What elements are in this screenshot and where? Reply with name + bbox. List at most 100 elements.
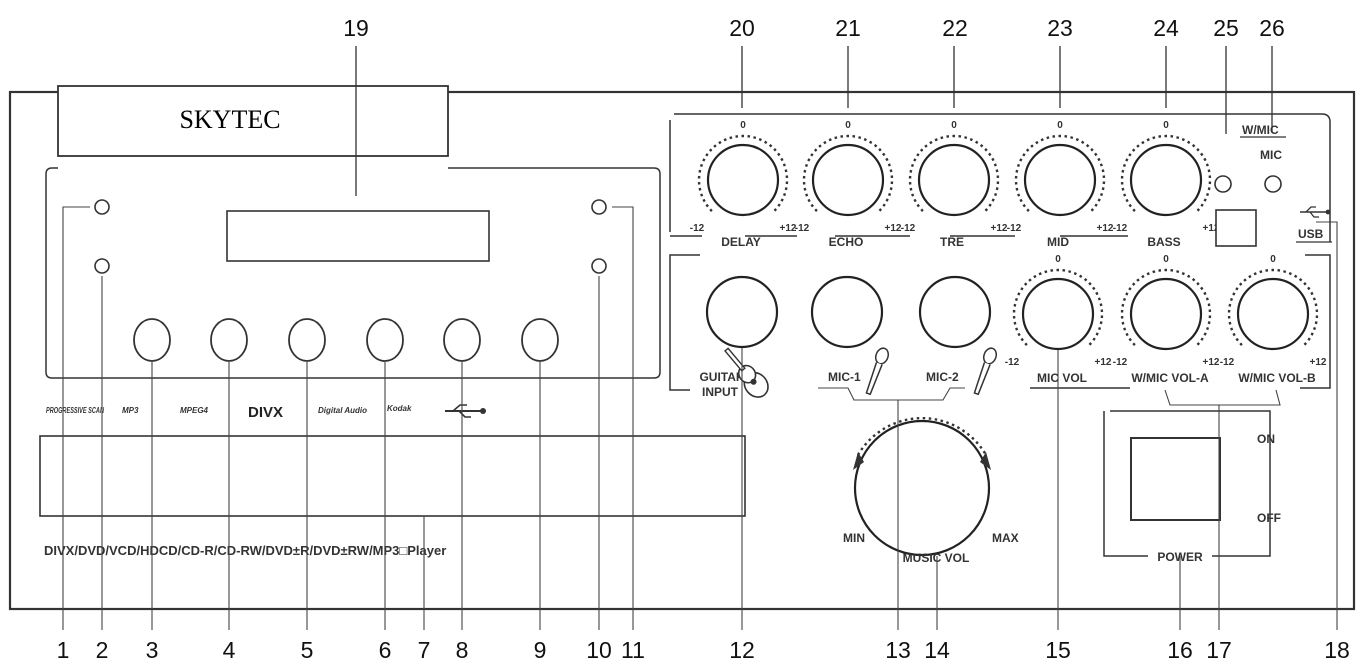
vol-w-mic-vol-a-knob[interactable] [1129, 277, 1203, 351]
power-switch[interactable] [1130, 437, 1221, 521]
lcd-window [226, 210, 490, 262]
bottom-callout-3: 3 [146, 637, 159, 663]
tone-delay-max-tick: +12 [780, 223, 797, 234]
tone-echo-top-tick: 0 [845, 120, 851, 131]
bottom-callout-17: 17 [1206, 637, 1232, 663]
tone-echo-scale [802, 134, 894, 212]
brand-box [57, 85, 449, 157]
mic-2-jack[interactable] [918, 275, 992, 349]
music-vol-min-label: MIN [843, 531, 865, 545]
tone-echo-knob[interactable] [811, 143, 885, 217]
usb-icon [1300, 206, 1331, 218]
brand-name: SKYTEC [179, 105, 280, 134]
top-callout-20: 20 [729, 15, 755, 41]
music-volume-knob[interactable] [853, 419, 991, 557]
tone-mid-label: MID [1047, 235, 1069, 249]
music-volume-arc [856, 416, 988, 456]
tone-mid-scale [1014, 134, 1106, 212]
bottom-callout-15: 15 [1045, 637, 1071, 663]
display-panel [45, 167, 661, 379]
transport-button-8[interactable] [443, 318, 481, 362]
tone-delay-min-tick: -12 [690, 223, 705, 234]
mp3-logo: MP3 [122, 406, 139, 415]
top-callout-23: 23 [1047, 15, 1073, 41]
guitar-input-label-2: INPUT [702, 385, 739, 399]
mpeg4-logo: MPEG4 [180, 406, 209, 415]
vol-mic-vol-knob[interactable] [1021, 277, 1095, 351]
tone-bass-label: BASS [1147, 235, 1180, 249]
mic-2-label: MIC-2 [926, 370, 959, 384]
tone-tre-top-tick: 0 [951, 120, 957, 131]
vol-w-mic-vol-b-min-tick: -12 [1220, 357, 1235, 368]
tone-tre-min-tick: -12 [901, 223, 916, 234]
top-callout-21: 21 [835, 15, 861, 41]
tone-bass-scale [1120, 134, 1212, 212]
tone-echo-label: ECHO [829, 235, 864, 249]
tone-delay-scale [697, 134, 789, 212]
transport-button-9[interactable] [521, 318, 559, 362]
led-indicator-11 [591, 258, 607, 274]
tone-tre-max-tick: +12 [991, 223, 1008, 234]
microphone-1-icon [865, 347, 890, 396]
usb-port[interactable] [1215, 209, 1257, 247]
bottom-callout-2: 2 [96, 637, 109, 663]
led-indicator-2 [94, 258, 110, 274]
mic-1-jack[interactable] [810, 275, 884, 349]
bottom-callout-11: 11 [621, 637, 645, 663]
guitar-input-jack[interactable] [705, 275, 779, 349]
transport-button-4[interactable] [210, 318, 248, 362]
vol-mic-vol-scale [1012, 268, 1104, 346]
disc-tray[interactable] [39, 435, 746, 517]
guitar-icon [724, 347, 769, 398]
divx-logo: DIVX [248, 404, 283, 421]
tone-mid-top-tick: 0 [1057, 120, 1063, 131]
transport-button-5[interactable] [288, 318, 326, 362]
progressive-scan-logo: PROGRESSIVE SCAN [46, 406, 104, 415]
usb-label: USB [1298, 227, 1324, 241]
tone-knob-group: 0-12+12DELAY0-12+12ECHO0-12+12TRE0-12+12… [690, 120, 1220, 249]
vol-w-mic-vol-a-min-tick: -12 [1113, 357, 1128, 368]
usb-logo-icon [445, 404, 486, 418]
top-callout-24: 24 [1153, 15, 1179, 41]
transport-button-6[interactable] [366, 318, 404, 362]
tone-bass-max-tick: +12 [1203, 223, 1220, 234]
tone-bass-min-tick: -12 [1113, 223, 1128, 234]
music-vol-max-label: MAX [992, 531, 1019, 545]
vol-w-mic-vol-a-top-tick: 0 [1163, 254, 1169, 265]
tone-tre-knob[interactable] [917, 143, 991, 217]
vol-w-mic-vol-a-scale [1120, 268, 1212, 346]
bottom-callout-12: 12 [729, 637, 755, 663]
bottom-callout-8: 8 [456, 637, 469, 663]
bottom-callout-5: 5 [301, 637, 314, 663]
tone-bass-top-tick: 0 [1163, 120, 1169, 131]
led-indicator-10 [591, 199, 607, 215]
digital-audio-logo: Digital Audio [318, 406, 367, 415]
vol-mic-vol-min-tick: -12 [1005, 357, 1020, 368]
tone-tre-scale [908, 134, 1000, 212]
bottom-callout-10: 10 [586, 637, 612, 663]
power-on-label: ON [1257, 432, 1275, 446]
bottom-callout-4: 4 [223, 637, 236, 663]
tone-delay-knob[interactable] [706, 143, 780, 217]
vol-mic-vol-top-tick: 0 [1055, 254, 1061, 265]
bottom-callout-13: 13 [885, 637, 911, 663]
led-indicator-1 [94, 199, 110, 215]
mic-1-label: MIC-1 [828, 370, 861, 384]
bottom-callout-1: 1 [57, 637, 70, 663]
volume-panel-outline [669, 254, 1331, 391]
mic-indicator-label: MIC [1260, 148, 1282, 162]
tone-mid-min-tick: -12 [1007, 223, 1022, 234]
vol-w-mic-vol-b-knob[interactable] [1236, 277, 1310, 351]
tone-bass-knob[interactable] [1129, 143, 1203, 217]
bottom-callout-7: 7 [418, 637, 431, 663]
power-panel-outline [1103, 410, 1271, 557]
top-callout-26: 26 [1259, 15, 1285, 41]
transport-button-3[interactable] [133, 318, 171, 362]
vol-w-mic-vol-b-scale [1227, 268, 1319, 346]
tone-mid-knob[interactable] [1023, 143, 1097, 217]
vol-mic-vol-label: MIC VOL [1037, 371, 1087, 385]
bottom-callout-6: 6 [379, 637, 392, 663]
